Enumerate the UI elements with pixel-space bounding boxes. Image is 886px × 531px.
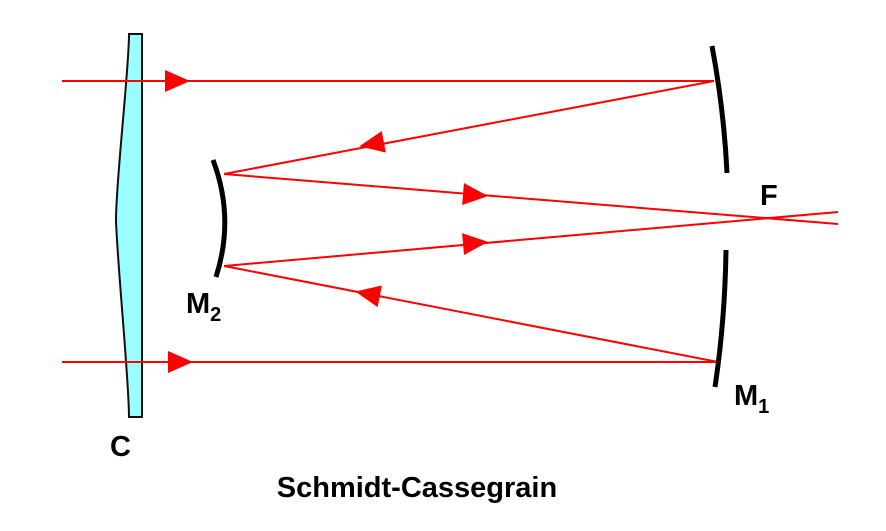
arrow-left-icon [359, 130, 386, 153]
primary-mirror-lower [712, 249, 729, 388]
arrow-left-icon [355, 285, 382, 308]
arrow-right-icon [462, 233, 488, 256]
converging-ray-top [223, 173, 839, 225]
arrow-right-icon [462, 183, 488, 205]
ray-arrows [165, 70, 488, 373]
primary-mirror-upper [709, 45, 730, 174]
reflected-ray-bottom [223, 265, 719, 363]
diagram-title: Schmidt-Cassegrain [277, 472, 557, 504]
converging-ray-bottom [223, 211, 839, 267]
corrector-label: C [110, 431, 131, 463]
primary-mirror-label: M1 [734, 380, 769, 418]
corrector-plate [114, 33, 143, 418]
secondary-mirror-label: M2 [186, 288, 221, 326]
arrow-right-icon [168, 351, 193, 373]
reflected-ray-top [223, 80, 715, 175]
focus-label: F [760, 180, 778, 212]
arrow-right-icon [165, 70, 190, 92]
secondary-mirror [210, 159, 228, 278]
